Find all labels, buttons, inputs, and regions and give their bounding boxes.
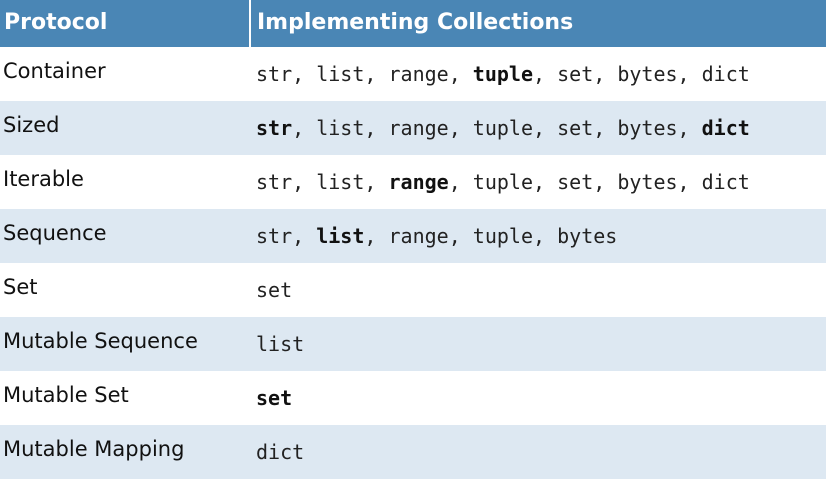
collection-name: dict: [256, 440, 305, 464]
collection-name: dict: [701, 116, 750, 140]
separator: ,: [292, 224, 317, 248]
separator: ,: [533, 170, 558, 194]
separator: ,: [593, 62, 618, 86]
separator: ,: [292, 170, 317, 194]
implementing-collections-cell: str, list, range, tuple, set, bytes, dic…: [250, 47, 826, 101]
collection-name: range: [388, 224, 449, 248]
protocol-column-header: Protocol: [0, 0, 251, 47]
collection-name: set: [256, 386, 293, 410]
collection-name: str: [256, 116, 293, 140]
collection-name: str: [256, 170, 293, 194]
implementing-collections-cell: set: [250, 263, 826, 317]
separator: ,: [448, 62, 473, 86]
separator: ,: [677, 170, 702, 194]
collection-name: list: [316, 170, 365, 194]
separator: ,: [448, 224, 473, 248]
separator: ,: [533, 62, 558, 86]
collection-name: tuple: [472, 62, 534, 86]
collection-name: list: [256, 332, 305, 356]
implementing-collections-cell: set: [250, 371, 826, 425]
separator: ,: [292, 62, 317, 86]
separator: ,: [448, 170, 473, 194]
collection-name: list: [316, 62, 365, 86]
separator: ,: [593, 116, 618, 140]
separator: ,: [448, 116, 473, 140]
collection-name: tuple: [472, 170, 534, 194]
separator: ,: [364, 224, 389, 248]
collection-name: str: [256, 62, 293, 86]
implementing-collections-cell: dict: [250, 425, 826, 479]
implementing-collections-cell: str, list, range, tuple, set, bytes, dic…: [250, 101, 826, 155]
collection-name: set: [256, 278, 293, 302]
protocol-name-cell: Sequence: [0, 209, 250, 263]
collection-name: set: [557, 170, 594, 194]
collection-name: str: [256, 224, 293, 248]
collection-name: dict: [701, 170, 750, 194]
collection-name: set: [557, 62, 594, 86]
protocol-name-cell: Iterable: [0, 155, 250, 209]
protocol-name-cell: Mutable Sequence: [0, 317, 250, 371]
protocol-name-cell: Mutable Mapping: [0, 425, 250, 479]
protocol-name-cell: Mutable Set: [0, 371, 250, 425]
separator: ,: [364, 170, 389, 194]
separator: ,: [533, 116, 558, 140]
collection-name: range: [388, 116, 449, 140]
implementing-collections-cell: str, list, range, tuple, bytes: [250, 209, 826, 263]
implementing-collections-cell: str, list, range, tuple, set, bytes, dic…: [250, 155, 826, 209]
collection-name: tuple: [472, 224, 534, 248]
separator: ,: [677, 116, 702, 140]
implementing-collections-cell: list: [250, 317, 826, 371]
protocol-name-cell: Container: [0, 47, 250, 101]
collection-name: bytes: [617, 116, 678, 140]
collection-name: tuple: [472, 116, 534, 140]
protocol-name-cell: Set: [0, 263, 250, 317]
protocol-name-cell: Sized: [0, 101, 250, 155]
implementing-column-header: Implementing Collections: [250, 0, 826, 47]
collection-name: list: [316, 224, 365, 248]
collection-name: set: [557, 116, 594, 140]
separator: ,: [593, 170, 618, 194]
separator: ,: [292, 116, 317, 140]
separator: ,: [677, 62, 702, 86]
separator: ,: [364, 116, 389, 140]
collection-name: range: [388, 62, 449, 86]
header-row: Protocol Implementing Collections: [0, 0, 826, 47]
collection-name: dict: [701, 62, 750, 86]
separator: ,: [364, 62, 389, 86]
separator: ,: [533, 224, 558, 248]
collection-name: bytes: [557, 224, 618, 248]
collection-name: range: [388, 170, 449, 194]
collection-name: list: [316, 116, 365, 140]
collection-name: bytes: [617, 170, 678, 194]
collection-name: bytes: [617, 62, 678, 86]
